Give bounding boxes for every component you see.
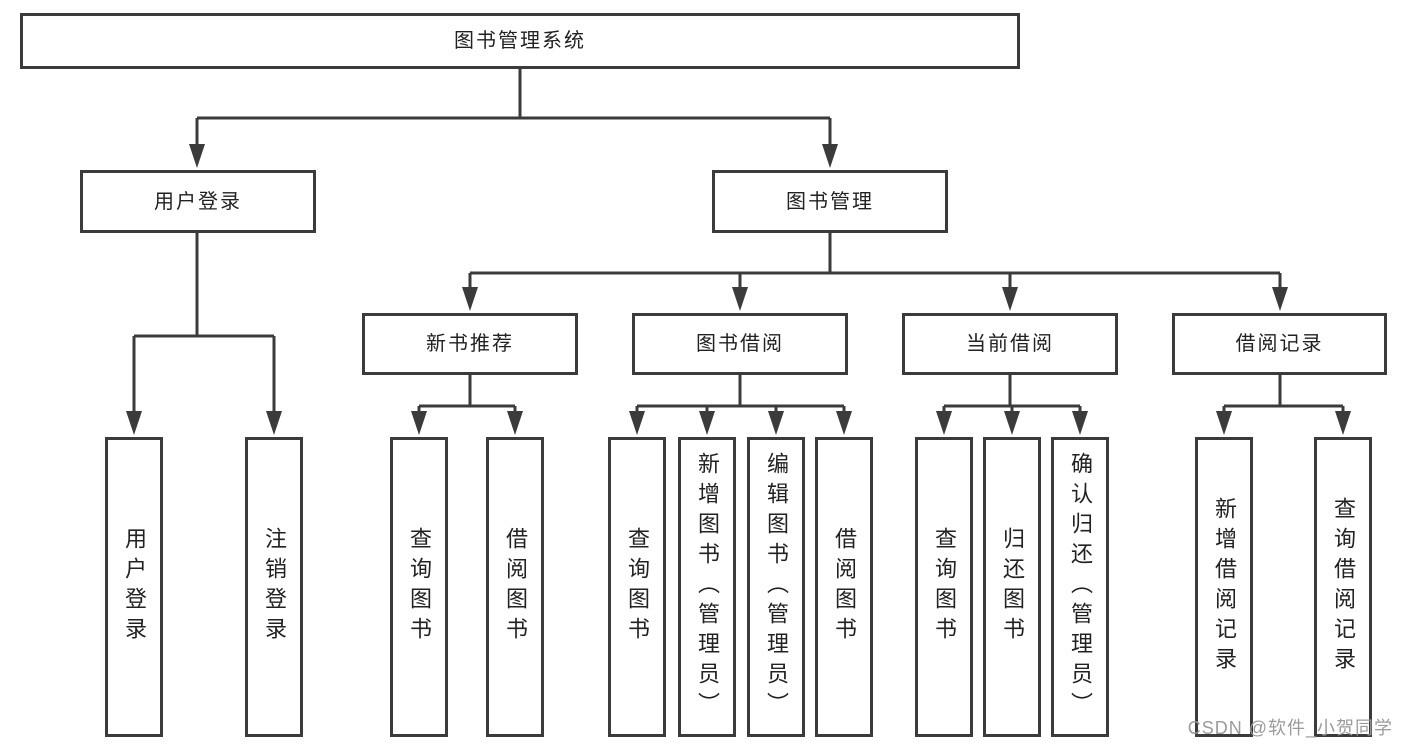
leaf-borrow-book-borrow: 借阅图书	[815, 437, 873, 737]
leaf-query-book-borrow: 查询图书	[608, 437, 666, 737]
leaf-borrow-book-newrec: 借阅图书	[486, 437, 544, 737]
node-borrow-records: 借阅记录	[1172, 313, 1387, 375]
leaf-confirm-return-admin: 确认归还（管理员）	[1051, 437, 1109, 737]
node-root: 图书管理系统	[20, 13, 1020, 69]
leaf-add-book-admin: 新增图书（管理员）	[678, 437, 736, 737]
node-new-book-recommend: 新书推荐	[362, 313, 578, 375]
node-user-login: 用户登录	[80, 170, 316, 233]
node-book-borrow: 图书借阅	[632, 313, 848, 375]
csdn-watermark: CSDN @软件_小贺同学	[1187, 718, 1393, 738]
leaf-edit-book-admin: 编辑图书（管理员）	[747, 437, 805, 737]
leaf-query-borrow-record: 查询借阅记录	[1314, 437, 1372, 737]
node-current-borrow: 当前借阅	[902, 313, 1118, 375]
leaf-return-book: 归还图书	[983, 437, 1041, 737]
leaf-query-book-current: 查询图书	[915, 437, 973, 737]
leaf-user-login: 用户登录	[105, 437, 163, 737]
node-book-management: 图书管理	[712, 170, 948, 233]
leaf-add-borrow-record: 新增借阅记录	[1195, 437, 1253, 737]
leaf-query-book-newrec: 查询图书	[390, 437, 448, 737]
leaf-logout: 注销登录	[245, 437, 303, 737]
